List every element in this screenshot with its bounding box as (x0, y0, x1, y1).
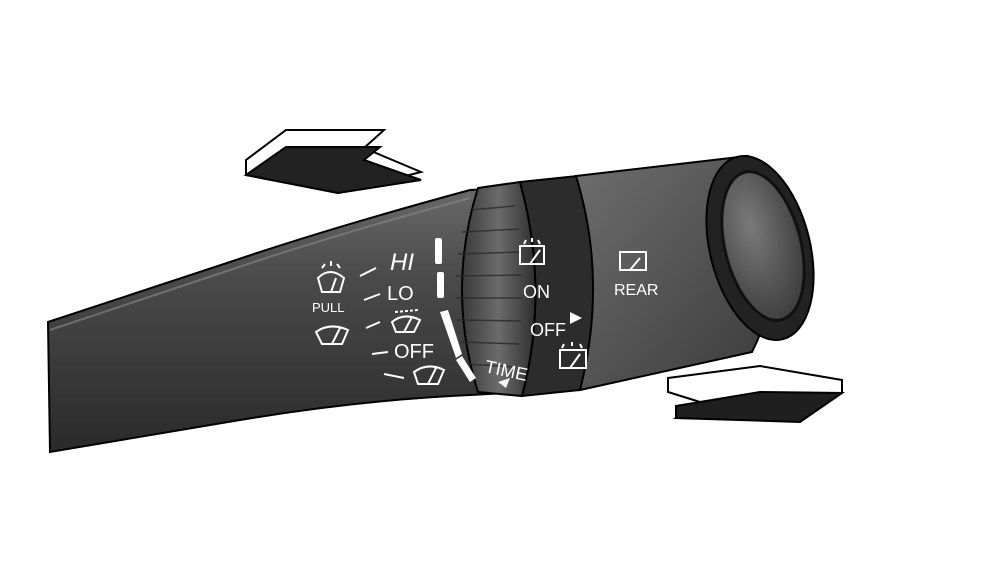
upward-arrow (243, 129, 425, 195)
rear-label-group: REAR (614, 251, 658, 299)
stalk-label-group: PULL HI LO OFF (312, 249, 446, 385)
stalk-off-label: OFF (394, 341, 434, 363)
rear-on-label: ON (523, 282, 550, 302)
pull-label: PULL (312, 300, 345, 315)
windshield-intermittent-wiper-icon (390, 309, 422, 333)
hi-label: HI (390, 249, 414, 276)
rear-ring-label-group: ON OFF TIME (483, 238, 587, 388)
windshield-mist-wiper-icon (314, 325, 350, 345)
rear-washer-icon (559, 342, 587, 369)
rear-off-label: OFF (530, 320, 566, 340)
rear-wiper-icon (519, 238, 545, 265)
rear-label: REAR (614, 282, 658, 299)
stalk-end-cylinder (574, 154, 815, 392)
time-indicator-mark (498, 378, 510, 388)
position-scale (435, 238, 476, 382)
windshield-washer-icon (316, 261, 346, 293)
downward-arrow (667, 364, 846, 424)
lo-label: LO (387, 283, 414, 305)
windshield-wiper-icon (412, 365, 446, 385)
rear-window-icon (619, 251, 647, 271)
off-indicator-mark (570, 312, 582, 324)
